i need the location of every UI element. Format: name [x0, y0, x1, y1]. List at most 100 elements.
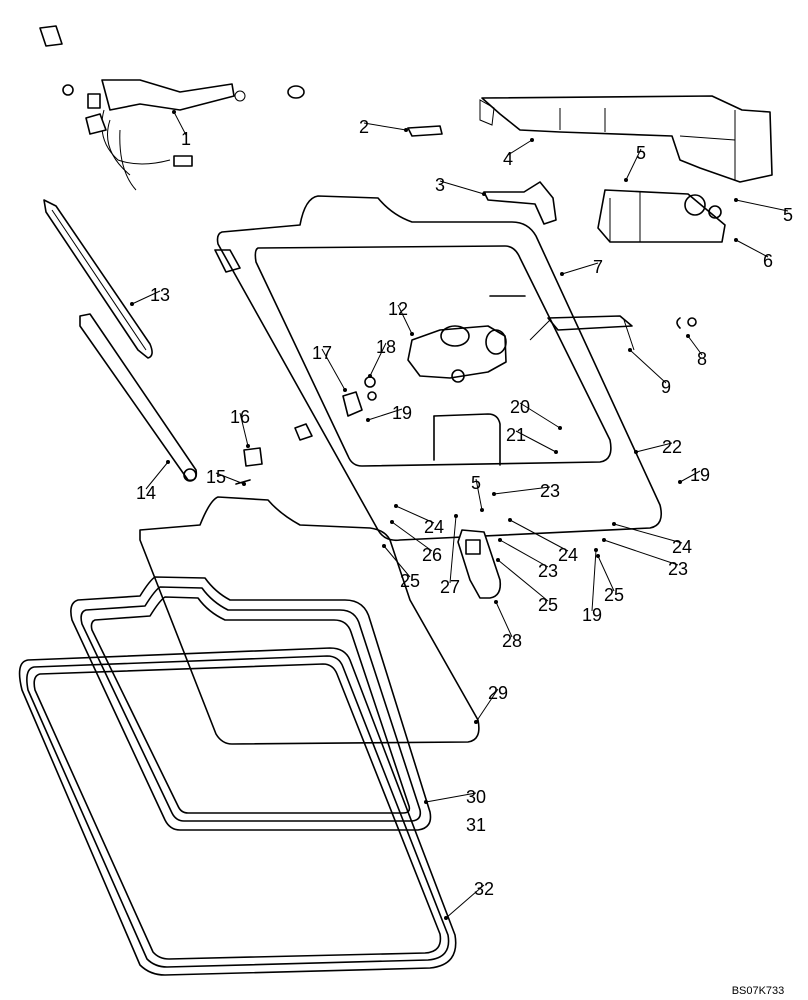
- leader-arrow-c7: [560, 272, 564, 276]
- leader-arrow-c15: [242, 482, 246, 486]
- clip-small: [39, 25, 63, 47]
- callout-c23b: 23: [538, 561, 558, 581]
- leader-line-c1: [173, 111, 187, 136]
- leader-arrow-c8: [686, 334, 690, 338]
- leader-line-c24b: [509, 519, 569, 552]
- leader-line-c23a: [493, 486, 551, 495]
- leader-arrow-c14: [166, 460, 170, 464]
- leader-line-c22: [635, 442, 673, 453]
- callout-c14: 14: [136, 483, 156, 503]
- callout-c1: 1: [181, 129, 191, 149]
- leader-line-c28: [495, 601, 513, 638]
- leader-arrow-c5b: [734, 198, 738, 202]
- callout-c16: 16: [230, 407, 250, 427]
- leader-line-c32: [445, 884, 485, 919]
- leader-line-c26: [391, 521, 433, 552]
- leader-arrow-c17: [343, 388, 347, 392]
- leader-arrow-c25a: [382, 544, 386, 548]
- leader-arrow-c25b: [496, 558, 500, 562]
- leader-arrow-c24c: [612, 522, 616, 526]
- seal-17: [342, 391, 363, 417]
- callout-c24b: 24: [558, 545, 578, 565]
- callout-c19a: 19: [392, 403, 412, 423]
- leader-line-c21: [515, 430, 557, 453]
- window-seal-30-31: [70, 576, 432, 831]
- callout-c20: 20: [510, 397, 530, 417]
- leader-line-c23c: [603, 539, 679, 566]
- leader-lines: [130, 110, 789, 920]
- leader-arrow-c13: [130, 302, 134, 306]
- leader-line-c5b: [735, 199, 789, 212]
- leader-arrow-c22: [634, 450, 638, 454]
- leader-line-c24a: [395, 505, 435, 524]
- leader-arrow-c27: [454, 514, 458, 518]
- leader-arrow-c21: [554, 450, 558, 454]
- clip-2: [407, 125, 443, 137]
- callout-c5b: 5: [783, 205, 793, 225]
- leader-line-c25a: [383, 545, 411, 578]
- callout-c5c: 5: [471, 473, 481, 493]
- leader-arrow-c32: [444, 916, 448, 920]
- leader-line-c12: [397, 304, 413, 335]
- leader-arrow-c5a: [624, 178, 628, 182]
- leader-arrow-c19b: [678, 480, 682, 484]
- leader-line-c14: [145, 461, 169, 490]
- callout-c9: 9: [661, 377, 671, 397]
- leader-line-c30: [425, 792, 477, 803]
- leader-line-c19a: [367, 408, 403, 421]
- leader-line-c6: [735, 239, 769, 258]
- leader-arrow-c23b: [498, 538, 502, 542]
- leader-line-c8: [687, 335, 703, 356]
- reference-code: BS07K733: [732, 985, 785, 997]
- leader-line-c20: [519, 402, 561, 429]
- leader-line-c25b: [497, 559, 549, 602]
- wiper-motor-12: [407, 325, 507, 383]
- leader-arrow-c20: [558, 426, 562, 430]
- callout-c12: 12: [388, 299, 408, 319]
- callout-c3: 3: [435, 175, 445, 195]
- leader-arrow-c12: [410, 332, 414, 336]
- leader-line-c15: [215, 472, 245, 485]
- leader-arrow-c1: [172, 110, 176, 114]
- panel-29: [139, 496, 480, 745]
- callout-c19c: 19: [582, 605, 602, 625]
- leader-line-c19c: [591, 549, 597, 612]
- leader-arrow-c24a: [394, 504, 398, 508]
- leader-line-c7: [561, 262, 599, 275]
- callout-c25a: 25: [400, 571, 420, 591]
- leader-line-c4: [507, 139, 533, 156]
- callout-c18: 18: [376, 337, 396, 357]
- leader-line-c17: [321, 348, 346, 391]
- callout-c13: 13: [150, 285, 170, 305]
- leader-line-c24c: [613, 523, 683, 544]
- leader-arrow-c2: [404, 128, 408, 132]
- callout-c31: 31: [466, 815, 486, 835]
- bolt-15: [235, 479, 251, 485]
- washer-pump-6: [597, 189, 726, 243]
- leader-arrow-c29: [474, 720, 478, 724]
- bracket-4: [479, 95, 773, 183]
- leader-arrow-c23a: [492, 492, 496, 496]
- leader-arrow-c4: [530, 138, 534, 142]
- door-panel-22: [214, 195, 663, 542]
- callout-c25b: 25: [538, 595, 558, 615]
- leader-line-c3: [439, 180, 485, 195]
- leader-arrow-c3: [482, 192, 486, 196]
- leader-arrow-c30: [424, 800, 428, 804]
- bracket-3: [483, 181, 557, 225]
- callout-c27: 27: [440, 577, 460, 597]
- leader-arrow-c9: [628, 348, 632, 352]
- leader-line-c19b: [679, 470, 701, 483]
- callout-c5a: 5: [636, 143, 646, 163]
- callout-c24a: 24: [424, 517, 444, 537]
- callout-c32: 32: [474, 879, 494, 899]
- wiper-blade-13: [43, 199, 153, 359]
- leader-arrow-c26: [390, 520, 394, 524]
- leader-arrow-c19a: [366, 418, 370, 422]
- nut-18: [364, 376, 377, 401]
- callout-c30: 30: [466, 787, 486, 807]
- seal-frame-32: [18, 647, 457, 976]
- callout-c29: 29: [488, 683, 508, 703]
- harness-1: [62, 79, 305, 191]
- callout-c26: 26: [422, 545, 442, 565]
